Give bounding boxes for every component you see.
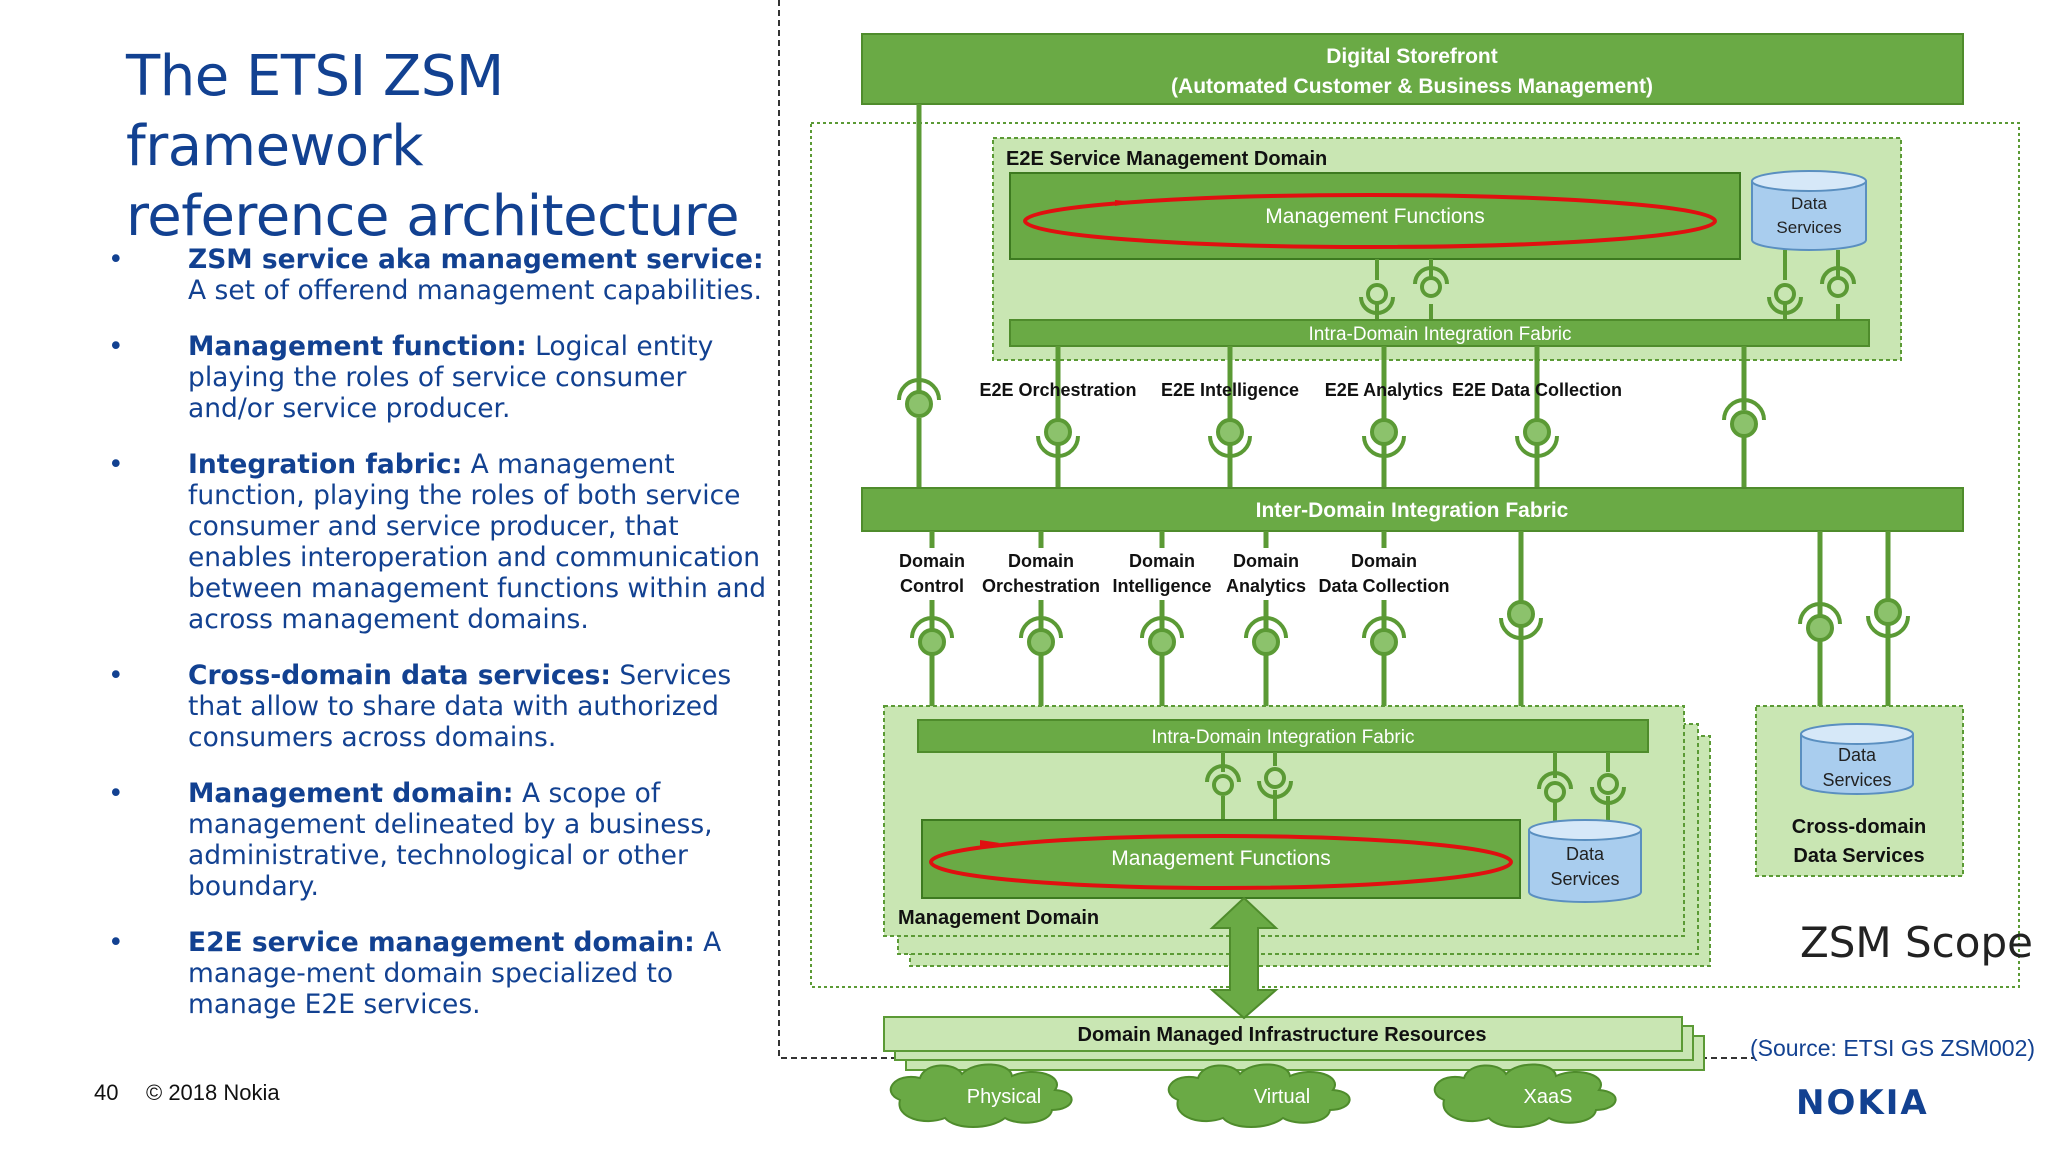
svg-text:XaaS: XaaS [1524, 1086, 1573, 1108]
bullet-icon: • [108, 244, 124, 275]
list-item: • Management function: Logical entity pl… [108, 331, 768, 424]
svg-text:Domain: Domain [1351, 551, 1417, 571]
cloud-icon: Virtual [1167, 1063, 1351, 1128]
page-title: The ETSI ZSM framework reference archite… [126, 42, 766, 252]
storefront-subtitle: (Automated Customer & Business Managemen… [1171, 75, 1653, 98]
double-arrow-icon [1209, 896, 1279, 1020]
bullet-icon: • [108, 660, 124, 691]
cloud-icon: Physical [889, 1063, 1073, 1128]
e2e-data-services: Data Services [1751, 170, 1867, 251]
svg-text:Domain: Domain [899, 551, 965, 571]
svg-text:Services: Services [1776, 218, 1841, 237]
inter-domain-fabric-label: Inter-Domain Integration Fabric [1256, 499, 1569, 522]
management-domain-label: Management Domain [898, 907, 1099, 929]
bullet-icon: • [108, 927, 124, 958]
zsm-outer-boundary [778, 0, 1755, 1059]
bullet-term: Management function: [188, 331, 527, 362]
list-item: • Management domain: A scope of manageme… [108, 778, 768, 902]
bullet-term: Integration fabric: [188, 449, 463, 480]
domain-intra-fabric-label: Intra-Domain Integration Fabric [1152, 727, 1415, 748]
e2e-orchestration-label: E2E Orchestration [979, 380, 1136, 400]
cross-domain-label-2: Data Services [1793, 845, 1924, 867]
loop-arrow-icon [1115, 200, 1135, 206]
bullet-term: ZSM service aka management service: [188, 244, 764, 275]
e2e-intra-fabric [1009, 319, 1870, 347]
list-item: • ZSM service aka management service: A … [108, 244, 768, 306]
bullet-icon: • [108, 778, 124, 809]
svg-text:Domain: Domain [1129, 551, 1195, 571]
list-item: • Integration fabric: A management funct… [108, 449, 768, 635]
domain-intra-fabric [917, 719, 1649, 753]
e2e-analytics-label: E2E Analytics [1325, 380, 1443, 400]
bullet-text: A management function, playing the roles… [188, 449, 767, 635]
svg-text:Services: Services [1550, 869, 1619, 889]
list-item: • Cross-domain data services: Services t… [108, 660, 768, 753]
loop-arrow-icon [980, 840, 1000, 847]
zsm-scope-boundary [810, 122, 2020, 988]
svg-text:Data: Data [1838, 745, 1877, 765]
cloud-icon: XaaS [1433, 1063, 1617, 1128]
svg-text:Control: Control [900, 576, 964, 596]
svg-text:Orchestration: Orchestration [982, 576, 1100, 596]
svg-text:Data: Data [1566, 844, 1605, 864]
copyright: © 2018 Nokia [146, 1080, 280, 1105]
digital-storefront-box [861, 33, 1964, 105]
bullet-icon: • [108, 449, 124, 480]
e2e-intelligence-label: E2E Intelligence [1161, 380, 1299, 400]
svg-text:Data: Data [1791, 194, 1827, 213]
svg-text:Services: Services [1822, 770, 1891, 790]
bullet-text: A manage-ment domain specialized to mana… [188, 927, 722, 1020]
svg-text:Domain: Domain [1008, 551, 1074, 571]
bullet-term: Management domain: [188, 778, 514, 809]
domain-loop-ellipse [929, 834, 1513, 890]
infrastructure-label: Domain Managed Infrastructure Resources [1078, 1024, 1487, 1046]
title-line-1: The ETSI ZSM framework [126, 44, 504, 179]
storefront-title: Digital Storefront [1326, 45, 1498, 68]
svg-text:Virtual: Virtual [1254, 1086, 1310, 1108]
nokia-logo: NOKIA [1796, 1083, 1929, 1123]
svg-text:Intelligence: Intelligence [1112, 576, 1211, 596]
infrastructure-resources [883, 1016, 1683, 1052]
e2e-data-collection-label: E2E Data Collection [1452, 380, 1622, 400]
bullet-text: A set of offerend management capabilitie… [188, 275, 762, 306]
e2e-management-functions [1009, 172, 1741, 260]
svg-text:Analytics: Analytics [1226, 576, 1306, 596]
bullet-icon: • [108, 331, 124, 362]
e2e-domain-label: E2E Service Management Domain [1006, 148, 1327, 170]
svg-text:Physical: Physical [967, 1086, 1041, 1108]
e2e-loop-ellipse [1023, 193, 1717, 249]
e2e-mgmt-functions-label: Management Functions [1265, 205, 1484, 228]
page-number: 40 [94, 1080, 119, 1105]
bullet-term: Cross-domain data services: [188, 660, 611, 691]
domain-management-functions [921, 819, 1521, 899]
bullet-text: Services that allow to share data with a… [188, 660, 732, 753]
e2e-intra-fabric-label: Intra-Domain Integration Fabric [1309, 324, 1572, 345]
zsm-scope-label: ZSM Scope [1800, 918, 2033, 967]
source-citation: (Source: ETSI GS ZSM002) [1750, 1035, 2036, 1061]
cross-domain-label: Cross-domain [1792, 816, 1926, 838]
definitions-list: • ZSM service aka management service: A … [108, 244, 768, 1020]
inter-domain-fabric [861, 487, 1964, 532]
svg-text:Data Collection: Data Collection [1318, 576, 1449, 596]
domain-mgmt-functions-label: Management Functions [1111, 847, 1330, 870]
title-line-2: reference architecture [126, 184, 740, 249]
bullet-text: Logical entity playing the roles of serv… [188, 331, 714, 424]
bullet-term: E2E service management domain: [188, 927, 695, 958]
svg-text:Domain: Domain [1233, 551, 1299, 571]
domain-data-services: Data Services [1528, 819, 1642, 903]
list-item: • E2E service management domain: A manag… [108, 927, 768, 1020]
bullet-text: A scope of management delineated by a bu… [188, 778, 713, 902]
